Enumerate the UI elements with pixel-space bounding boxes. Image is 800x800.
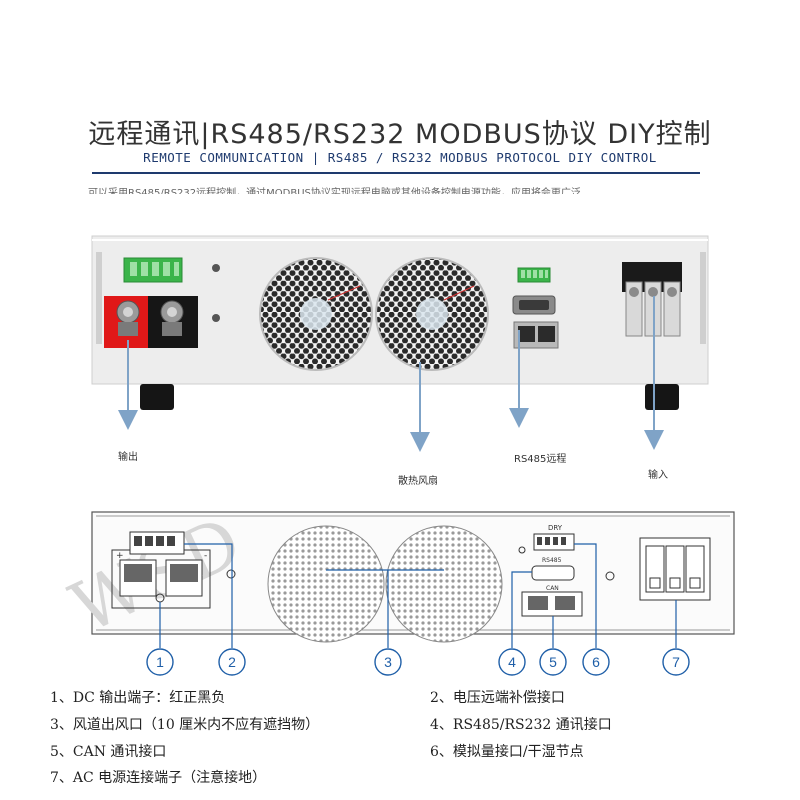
callout-number-3: 3 (384, 654, 392, 670)
cooling-fan-right (376, 258, 488, 370)
legend-item-5: 5、CAN 通讯接口 (50, 741, 166, 761)
rear-panel-diagram: WSD + - DRY RS485 CAN (0, 500, 800, 690)
diagram-sense-terminal (130, 532, 184, 554)
ac-input-terminal (622, 262, 682, 336)
label-fans: 散热风扇 (398, 472, 438, 487)
label-input: 输入 (648, 466, 668, 481)
legend-item-2: 2、电压远端补偿接口 (430, 687, 565, 707)
callout-number-1: 1 (156, 654, 164, 670)
chassis-foot-left (140, 384, 174, 410)
diagram-fan-right (386, 526, 502, 642)
legend-item-7: 7、AC 电源连接端子（注意接地） (50, 767, 266, 787)
minus-symbol: - (204, 551, 207, 561)
legend-item-3: 3、风道出风口（10 厘米内不应有遮挡物） (50, 714, 319, 734)
callout-number-4: 4 (508, 654, 516, 670)
diagram-fan-left (268, 526, 384, 642)
dc-output-terminals (104, 296, 198, 348)
callout-number-5: 5 (549, 654, 557, 670)
label-rs485: RS485远程 (514, 450, 566, 465)
cooling-fan-left (260, 258, 372, 370)
callout-number-2: 2 (228, 654, 236, 670)
rear-panel-photo (0, 0, 800, 500)
legend-item-1: 1、DC 输出端子：红正黑负 (50, 687, 225, 707)
diagram-ac-terminal (640, 538, 710, 600)
dry-label: DRY (548, 524, 563, 532)
legend-item-6: 6、模拟量接口/干湿节点 (430, 741, 584, 761)
callout-number-7: 7 (672, 654, 680, 670)
remote-sense-terminal (124, 258, 182, 282)
label-output: 输出 (118, 448, 138, 463)
can-label: CAN (546, 585, 559, 592)
plus-symbol: + (116, 551, 124, 561)
legend-item-4: 4、RS485/RS232 通讯接口 (430, 714, 612, 734)
chassis-foot-right (645, 384, 679, 410)
rs485-label: RS485 (542, 557, 562, 564)
callout-number-6: 6 (592, 654, 600, 670)
